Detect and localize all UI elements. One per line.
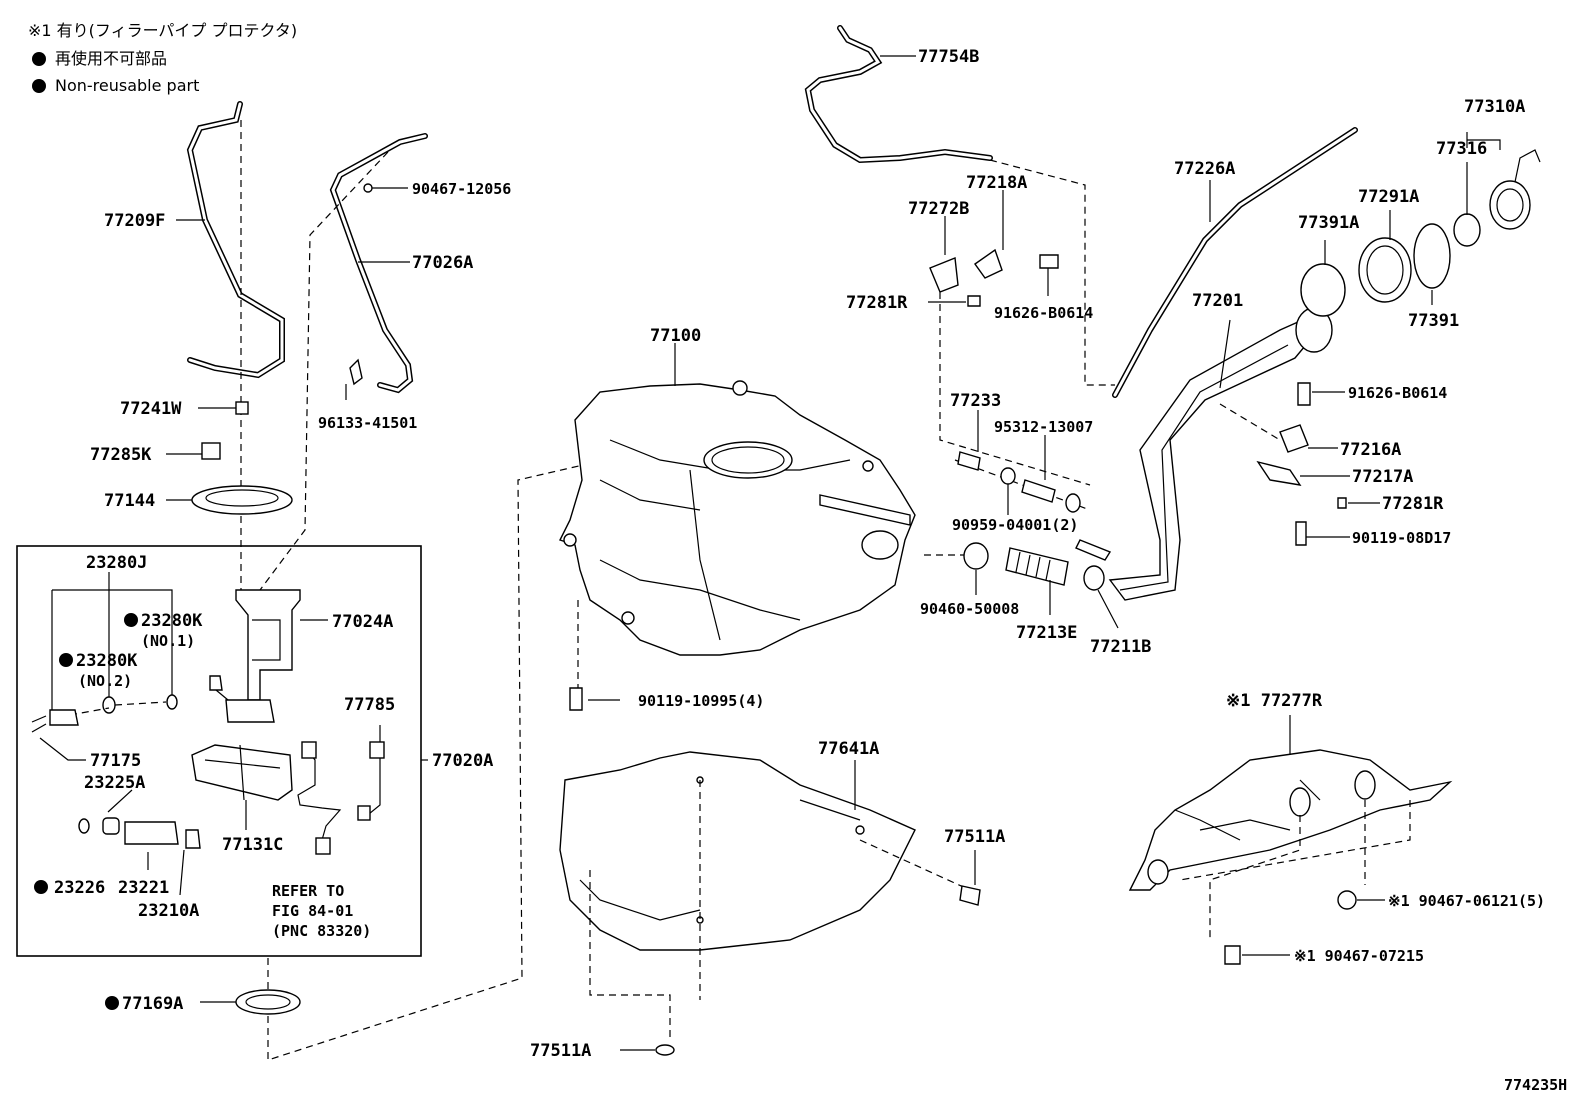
label-77024A: 77024A bbox=[332, 612, 393, 632]
figure-id: 774235H bbox=[1504, 1076, 1567, 1094]
label-90467-07215: ※1 90467-07215 bbox=[1294, 947, 1424, 965]
label-90467-06121: ※1 90467-06121(5) bbox=[1388, 892, 1545, 910]
label-77277R: ※1 77277R bbox=[1226, 691, 1323, 711]
label-77201: 77201 bbox=[1192, 291, 1243, 311]
label-90959-04001: 90959-04001(2) bbox=[952, 516, 1078, 534]
label-77272B: 77272B bbox=[908, 199, 969, 219]
clamp-96133 bbox=[349, 358, 363, 386]
gasket-77391 bbox=[1413, 223, 1451, 289]
note-line2: 再使用不可部品 bbox=[55, 49, 167, 68]
ring-77316 bbox=[1453, 213, 1481, 247]
label-77281R-left: 77281R bbox=[846, 293, 908, 313]
label-77391A: 77391A bbox=[1298, 213, 1359, 233]
label-no2: (NO.2) bbox=[78, 672, 132, 690]
label-90119-08D17: 90119-08D17 bbox=[1352, 529, 1451, 547]
label-90119-10995: 90119-10995(4) bbox=[638, 692, 764, 710]
brackets-group bbox=[928, 190, 1091, 511]
label-77169A: 77169A bbox=[122, 994, 183, 1014]
note-line1: ※1 有り(フィラーパイプ プロテクタ) bbox=[28, 21, 297, 40]
bullet-icon bbox=[32, 79, 46, 93]
pump-77024A bbox=[235, 589, 301, 701]
label-23280K-2: 23280K bbox=[76, 651, 138, 671]
label-77316: 77316 bbox=[1436, 139, 1487, 159]
clip-90467-06121 bbox=[1337, 890, 1357, 910]
label-23280K-1: 23280K bbox=[141, 611, 203, 631]
label-77754B: 77754B bbox=[918, 47, 979, 67]
bullet-icon bbox=[32, 52, 46, 66]
label-95312-13007: 95312-13007 bbox=[994, 418, 1093, 436]
label-77175: 77175 bbox=[90, 751, 141, 771]
label-77217A: 77217A bbox=[1352, 467, 1413, 487]
cap-group bbox=[1300, 132, 1541, 317]
hose-77754B bbox=[804, 25, 1115, 386]
label-77216A: 77216A bbox=[1340, 440, 1401, 460]
filter-23221 bbox=[124, 821, 179, 845]
label-77131C: 77131C bbox=[222, 835, 283, 855]
neck-parts-group bbox=[924, 410, 1119, 629]
label-96133-41501: 96133-41501 bbox=[318, 414, 417, 432]
fuel-pump-assembly-box bbox=[16, 545, 428, 957]
note-line3: Non-reusable part bbox=[55, 76, 199, 95]
legend-notes: ※1 有り(フィラーパイプ プロテクタ) 再使用不可部品 Non-reusabl… bbox=[28, 21, 297, 95]
label-77100: 77100 bbox=[650, 326, 701, 346]
label-refer-line3: (PNC 83320) bbox=[272, 922, 371, 940]
leaders-left bbox=[166, 183, 410, 501]
clip-77241W bbox=[235, 401, 249, 415]
clip-90467-07215 bbox=[1224, 945, 1241, 965]
label-77211B: 77211B bbox=[1090, 637, 1151, 657]
label-77218A: 77218A bbox=[966, 173, 1027, 193]
hose-77213E bbox=[1005, 547, 1069, 586]
label-refer-line1: REFER TO bbox=[272, 882, 344, 900]
label-77310A: 77310A bbox=[1464, 97, 1525, 117]
bolt-90119-10995 bbox=[569, 687, 583, 711]
label-77511A-right: 77511A bbox=[944, 827, 1005, 847]
label-77026A: 77026A bbox=[412, 253, 473, 273]
right-bracket-group bbox=[1219, 382, 1380, 546]
label-77213E: 77213E bbox=[1016, 623, 1077, 643]
label-23221: 23221 bbox=[118, 878, 169, 898]
label-23225A: 23225A bbox=[84, 773, 145, 793]
left-hose-group bbox=[186, 101, 428, 591]
label-77391: 77391 bbox=[1408, 311, 1459, 331]
label-77233: 77233 bbox=[950, 391, 1001, 411]
label-77209F: 77209F bbox=[104, 211, 165, 231]
label-77285K: 77285K bbox=[90, 445, 152, 465]
part-77233 bbox=[957, 451, 981, 471]
label-77281R-right: 77281R bbox=[1382, 494, 1444, 514]
label-refer-line2: FIG 84-01 bbox=[272, 902, 353, 920]
label-no1: (NO.1) bbox=[141, 632, 195, 650]
label-90467-12056: 90467-12056 bbox=[412, 180, 511, 198]
label-91626-B0614-right: 91626-B0614 bbox=[1348, 384, 1447, 402]
connector-77175 bbox=[49, 709, 79, 726]
clamp-90460 bbox=[963, 542, 989, 570]
label-23226: 23226 bbox=[54, 878, 105, 898]
label-77785: 77785 bbox=[344, 695, 395, 715]
ring-77391A bbox=[1300, 263, 1346, 317]
label-77226A: 77226A bbox=[1174, 159, 1235, 179]
label-77291A: 77291A bbox=[1358, 187, 1419, 207]
label-77511A-bottom: 77511A bbox=[530, 1041, 591, 1061]
label-77144: 77144 bbox=[104, 491, 155, 511]
label-91626-B0614-left: 91626-B0614 bbox=[994, 304, 1093, 322]
part-labels: 77209F 90467-12056 77026A 77241W 96133-4… bbox=[34, 47, 1567, 1094]
hose-95312 bbox=[1021, 479, 1056, 503]
label-77641A: 77641A bbox=[818, 739, 879, 759]
fuel-tank-77100 bbox=[559, 343, 916, 711]
label-23280J: 23280J bbox=[86, 553, 147, 573]
heat-shield-77641A bbox=[559, 751, 981, 1056]
clip-77285K bbox=[201, 442, 221, 460]
cap-77310A bbox=[1489, 180, 1531, 230]
label-77241W: 77241W bbox=[120, 399, 182, 419]
clip-77511A-bottom bbox=[655, 1044, 675, 1056]
clip-77511A-right bbox=[959, 885, 981, 906]
filler-pipe-77201 bbox=[1075, 127, 1358, 601]
label-23210A: 23210A bbox=[138, 901, 199, 921]
protector-77277R bbox=[1128, 715, 1453, 965]
label-90460-50008: 90460-50008 bbox=[920, 600, 1019, 618]
label-77020A: 77020A bbox=[432, 751, 493, 771]
